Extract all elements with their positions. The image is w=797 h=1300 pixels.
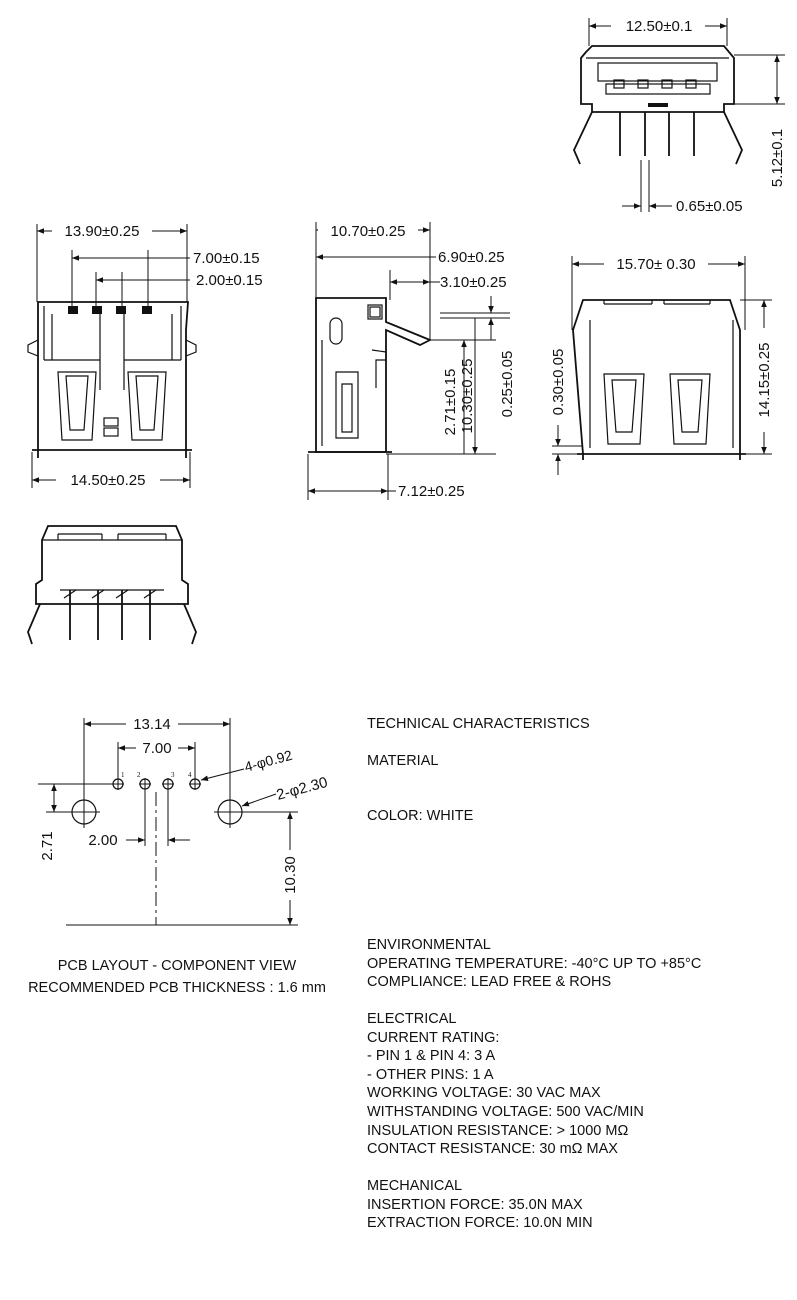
pin-number-4: 4 xyxy=(188,771,192,779)
dim-side-6-90: 6.90±0.25 xyxy=(438,249,505,266)
bottom-view xyxy=(27,525,197,645)
mech-extraction: EXTRACTION FORCE: 10.0N MIN xyxy=(367,1215,593,1232)
dim-rear-0-30: 0.30±0.05 xyxy=(550,349,567,416)
dim-side-0-25: 0.25±0.05 xyxy=(499,351,516,418)
dim-pcb-overall: 13.14 xyxy=(133,716,171,733)
dim-side-length: 10.70±0.25 xyxy=(331,223,406,240)
pin-number-3: 3 xyxy=(171,771,175,779)
specs-title: TECHNICAL CHARACTERISTICS xyxy=(367,716,590,732)
dim-pcb-pitch: 2.00 xyxy=(88,832,117,849)
dim-rear-width: 15.70± 0.30 xyxy=(616,256,695,273)
elec-pin14: - PIN 1 & PIN 4: 3 A xyxy=(367,1048,496,1065)
front-view: 12.50±0.1 5.12±0.1 0.65±0.05 xyxy=(573,16,786,215)
elec-contact: CONTACT RESISTANCE: 30 mΩ MAX xyxy=(367,1141,618,1158)
dim-top-pin-span: 7.00±0.15 xyxy=(193,250,260,267)
pcb-caption-line1: PCB LAYOUT - COMPONENT VIEW xyxy=(57,958,297,974)
specs-material: MATERIAL xyxy=(367,753,439,769)
dim-front-width: 12.50±0.1 xyxy=(626,18,693,35)
dim-top-bottom-width: 14.50±0.25 xyxy=(71,472,146,489)
pcb-caption-line2: RECOMMENDED PCB THICKNESS : 1.6 mm xyxy=(28,980,326,996)
specs-mechanical: MECHANICAL INSERTION FORCE: 35.0N MAX EX… xyxy=(367,1177,593,1233)
elec-title: ELECTRICAL xyxy=(367,1011,457,1027)
top-view: 13.90±0.25 7.00±0.15 2.00±0.15 xyxy=(27,221,263,490)
specs-color: COLOR: WHITE xyxy=(367,808,474,824)
side-view: 10.70±0.25 6.90±0.25 3.10±0.25 2.71±0.15… xyxy=(307,220,516,500)
specs-electrical: ELECTRICAL CURRENT RATING: - PIN 1 & PIN… xyxy=(367,1010,644,1159)
mech-insertion: INSERTION FORCE: 35.0N MAX xyxy=(367,1196,583,1213)
mech-title: MECHANICAL xyxy=(367,1178,463,1194)
dim-side-7-12: 7.12±0.25 xyxy=(398,483,465,500)
dim-side-3-10: 3.10±0.25 xyxy=(440,274,507,291)
elec-working: WORKING VOLTAGE: 30 VAC MAX xyxy=(367,1085,601,1102)
env-compliance: COMPLIANCE: LEAD FREE & ROHS xyxy=(367,974,612,991)
pcb-caption: PCB LAYOUT - COMPONENT VIEW RECOMMENDED … xyxy=(16,955,338,999)
dim-top-width: 13.90±0.25 xyxy=(65,223,140,240)
dim-front-height: 5.12±0.1 xyxy=(769,129,786,187)
dim-pcb-depth: 10.30 xyxy=(282,856,299,894)
elec-withstanding: WITHSTANDING VOLTAGE: 500 VAC/MIN xyxy=(367,1103,644,1120)
env-temperature: OPERATING TEMPERATURE: -40°C UP TO +85°C xyxy=(367,955,702,972)
pin-number-2: 2 xyxy=(137,771,141,779)
dim-side-2-71: 2.71±0.15 xyxy=(442,369,459,436)
dim-rear-height: 14.15±0.25 xyxy=(756,343,773,418)
pcb-large-holes-label: 2-φ2.30 xyxy=(275,774,330,804)
specs-environmental: ENVIRONMENTAL OPERATING TEMPERATURE: -40… xyxy=(367,936,701,992)
elec-insulation: INSULATION RESISTANCE: > 1000 MΩ xyxy=(367,1122,629,1139)
pin-number-1: 1 xyxy=(121,771,125,779)
elec-other: - OTHER PINS: 1 A xyxy=(367,1066,494,1083)
rear-view: 15.70± 0.30 0.30±0.05 14.15±0.25 xyxy=(550,254,776,475)
dim-pin-width: 0.65±0.05 xyxy=(676,198,743,215)
dim-side-10-30: 10.30±0.25 xyxy=(459,359,476,434)
dim-top-pin-pitch: 2.00±0.15 xyxy=(196,272,263,289)
pcb-small-holes-label: 4-φ0.92 xyxy=(243,747,294,775)
dim-pcb-offset: 2.71 xyxy=(39,831,56,860)
elec-current: CURRENT RATING: xyxy=(367,1029,500,1046)
dim-pcb-span: 7.00 xyxy=(142,740,171,757)
env-title: ENVIRONMENTAL xyxy=(367,937,491,953)
pcb-layout: 13.14 7.00 1 2 3 4 4-φ0.92 2-φ2.30 xyxy=(38,714,330,926)
